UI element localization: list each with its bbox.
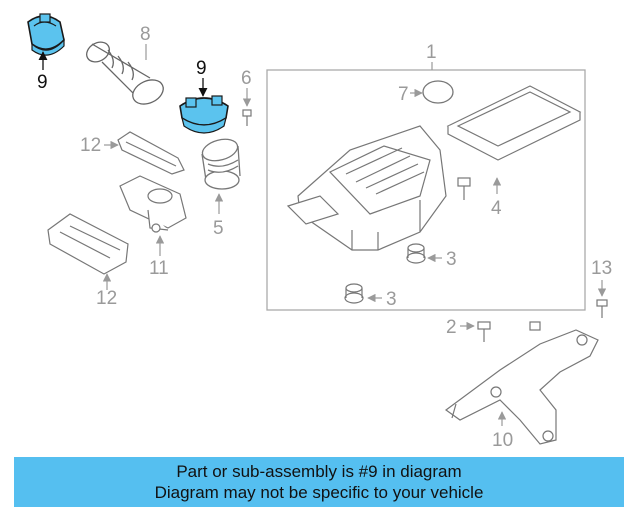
callout-5[interactable]: 5	[213, 218, 224, 239]
banner-line-2: Diagram may not be specific to your vehi…	[154, 483, 484, 502]
hose-part-5[interactable]	[200, 136, 241, 190]
duct-part-12[interactable]	[47, 213, 129, 275]
assembly-box-part-1	[266, 69, 586, 311]
bracket-part-10[interactable]	[444, 321, 599, 445]
bolt-part-housing[interactable]	[457, 177, 471, 200]
bolt-part-11[interactable]	[596, 299, 608, 318]
callout-2[interactable]: 2	[446, 317, 457, 338]
clamp-part-9-a[interactable]	[27, 13, 65, 56]
callout-3b[interactable]: 3	[386, 289, 397, 310]
callout-8[interactable]: 8	[140, 24, 151, 45]
bolt-part-6[interactable]	[242, 109, 252, 126]
bolt-part-2[interactable]	[477, 321, 491, 342]
air-cleaner-housing[interactable]	[286, 125, 447, 251]
callout-13[interactable]: 11	[149, 258, 169, 279]
grommet-part-3-a[interactable]	[406, 243, 426, 264]
bracket-part-13[interactable]	[119, 175, 187, 233]
banner-line-1: Part or sub-assembly is #9 in diagram	[176, 462, 462, 481]
callout-12[interactable]: 12	[96, 288, 117, 309]
clamp-part-9-b[interactable]	[179, 95, 229, 134]
callout-6[interactable]: 6	[241, 68, 252, 89]
intake-duct-part-8[interactable]	[83, 38, 167, 109]
callout-7[interactable]: 7	[398, 84, 409, 105]
cover-part-14[interactable]	[117, 131, 185, 175]
callout-9b[interactable]: 9	[196, 58, 207, 79]
seal-part-7[interactable]	[422, 80, 454, 104]
callout-4[interactable]: 4	[491, 198, 502, 219]
callout-10[interactable]: 10	[492, 430, 513, 451]
info-banner: Part or sub-assembly is #9 in diagram Di…	[14, 457, 624, 507]
callout-3a[interactable]: 3	[446, 249, 457, 270]
grommet-part-3-b[interactable]	[344, 283, 364, 304]
filter-part-4[interactable]	[446, 85, 582, 161]
callout-9a[interactable]: 9	[37, 72, 48, 93]
callout-1[interactable]: 1	[426, 42, 437, 63]
callout-11[interactable]: 13	[591, 258, 612, 279]
callout-14[interactable]: 12	[80, 135, 101, 156]
